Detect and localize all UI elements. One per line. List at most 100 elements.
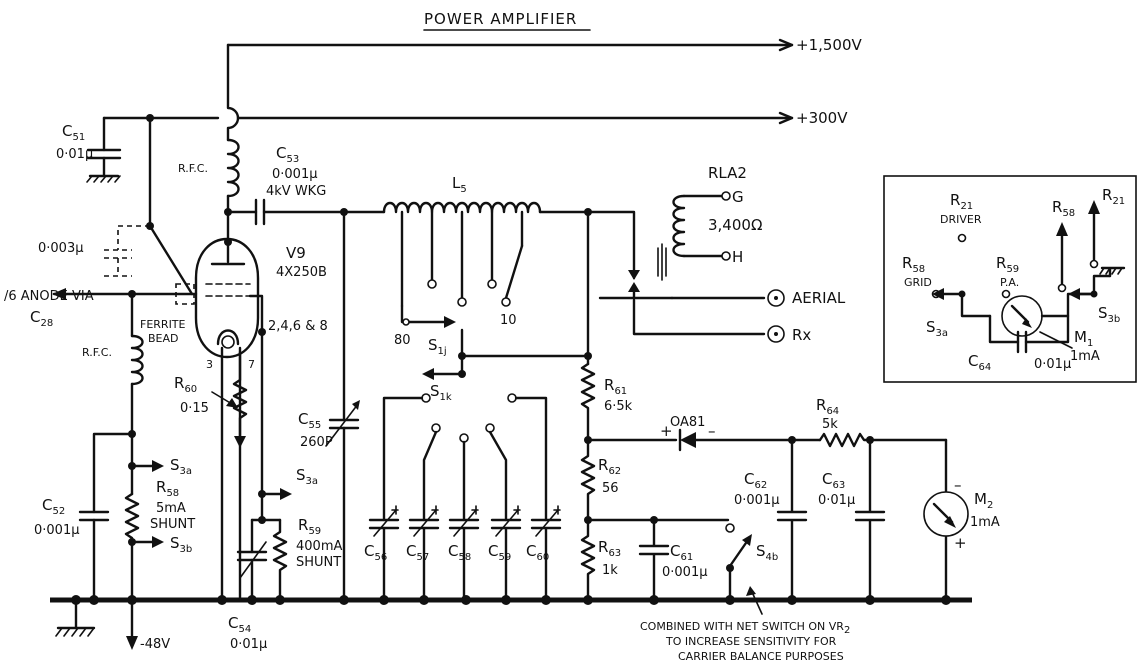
c63-ref: C63 bbox=[822, 470, 845, 491]
v9-pin7: 7 bbox=[248, 358, 255, 371]
note-line1: COMBINED WITH NET SWITCH ON VR2 bbox=[640, 620, 850, 636]
r59-ref: R59 bbox=[298, 516, 321, 537]
rla2-ref: RLA2 bbox=[708, 164, 747, 182]
r59-resistor: R59 400mA SHUNT bbox=[272, 516, 342, 602]
c52-value: 0·001μ bbox=[34, 523, 80, 538]
s1j-80: 80 bbox=[394, 333, 411, 348]
s1k-ref: S1k bbox=[430, 382, 452, 403]
c52-capacitor: C52 0·001μ bbox=[34, 432, 134, 602]
c56-ref: C56 bbox=[364, 542, 387, 563]
l5-ref: L5 bbox=[452, 174, 467, 195]
oa81-diode: OA81 + – bbox=[660, 415, 716, 452]
c53-ref: C53 bbox=[276, 144, 299, 165]
c61-capacitor: C61 0·001μ bbox=[638, 518, 708, 602]
m2-meter: M2 1mA – + bbox=[923, 438, 1000, 602]
r63-ref: R63 bbox=[598, 538, 621, 559]
v9-ref: V9 bbox=[286, 244, 306, 262]
inset-driver: DRIVER bbox=[940, 213, 982, 226]
r61-resistor: R61 6·5k bbox=[580, 362, 633, 442]
rfc-grid-label: R.F.C. bbox=[82, 346, 112, 359]
c56-trimmer: C56 bbox=[364, 505, 400, 602]
valve-v9: V9 4X250B 3 7 2,4,6 & 8 bbox=[194, 238, 328, 371]
r58-shunt: SHUNT bbox=[150, 517, 195, 532]
c51-value: 0·01μ bbox=[56, 147, 93, 162]
ferrite-label-1: FERRITE bbox=[140, 318, 186, 331]
m2-value: 1mA bbox=[970, 515, 1000, 530]
r63-resistor: R63 1k bbox=[580, 518, 621, 602]
inset-c64-ref: C64 bbox=[968, 352, 991, 373]
c54-ref: C54 bbox=[228, 614, 251, 635]
c55-value: 260P bbox=[300, 435, 333, 450]
r64-ref: R64 bbox=[816, 396, 839, 417]
supply-rails: +1,500V +300V bbox=[102, 36, 863, 127]
s1j-switch: 80 10 S1j bbox=[394, 304, 517, 357]
c60-ref: C60 bbox=[526, 542, 549, 563]
c58-ref: C58 bbox=[448, 542, 471, 563]
l5-coil: L5 bbox=[382, 174, 542, 308]
inset-c64-value: 0·01μ bbox=[1034, 357, 1071, 372]
note-line3: CARRIER BALANCE PURPOSES bbox=[678, 650, 844, 663]
r60-value: 0·15 bbox=[180, 401, 209, 416]
c53-value: 0·001μ bbox=[272, 167, 318, 182]
v9-type: 4X250B bbox=[276, 265, 327, 280]
inset-m1-ref: M1 bbox=[1074, 328, 1093, 349]
c60-trimmer: C60 bbox=[526, 505, 562, 602]
r58-value: 5mA bbox=[156, 501, 186, 516]
c53-rating: 4kV WKG bbox=[266, 184, 326, 199]
r64-resistor: R64 5k bbox=[816, 396, 948, 448]
c55-capacitor: C55 260P bbox=[298, 400, 360, 602]
c62-capacitor: C62 0·001μ bbox=[734, 438, 808, 602]
s4b-ref: S4b bbox=[756, 542, 778, 563]
rla2-g: G bbox=[732, 188, 744, 206]
oa81-ref: OA81 bbox=[670, 415, 705, 430]
c54-capacitor: C54 0·01μ bbox=[228, 518, 267, 652]
rfc-anode: R.F.C. bbox=[178, 138, 240, 198]
rx-connector: Rx bbox=[767, 325, 811, 344]
inset-r59: R59 bbox=[996, 254, 1019, 275]
c63-value: 0·01μ bbox=[818, 493, 855, 508]
diagram-title: POWER AMPLIFIER bbox=[424, 10, 577, 28]
oa81-plus: + bbox=[660, 422, 673, 440]
inset-r58-right: R58 bbox=[1052, 198, 1075, 219]
supply-minus48v: -48V bbox=[140, 637, 170, 652]
c58-trimmer: C58 bbox=[448, 505, 480, 602]
c62-value: 0·001μ bbox=[734, 493, 780, 508]
note-line2: TO INCREASE SENSITIVITY FOR bbox=[665, 635, 837, 648]
inset-pa: P.A. bbox=[1000, 276, 1019, 289]
c51-capacitor: C51 0·01μ bbox=[56, 116, 122, 183]
m2-plus: + bbox=[954, 534, 967, 552]
anode-via-c28: C28 bbox=[30, 308, 53, 329]
aerial-connector: AERIAL bbox=[767, 289, 846, 307]
c55-ref: C55 bbox=[298, 410, 321, 431]
c59-ref: C59 bbox=[488, 542, 511, 563]
rfc-grid: R.F.C. bbox=[82, 334, 144, 386]
c62-ref: C62 bbox=[744, 470, 767, 491]
ferrite-label-2: BEAD bbox=[148, 332, 179, 345]
s1j-10: 10 bbox=[500, 313, 517, 328]
m2-minus: – bbox=[954, 476, 962, 494]
r58-resistor: R58 5mA SHUNT bbox=[124, 478, 195, 602]
inset-m1-value: 1mA bbox=[1070, 349, 1100, 364]
s1j-ref: S1j bbox=[428, 336, 447, 357]
r62-value: 56 bbox=[602, 481, 619, 496]
rfc-anode-label: R.F.C. bbox=[178, 162, 208, 175]
v9-pins-2468: 2,4,6 & 8 bbox=[268, 319, 328, 334]
c61-value: 0·001μ bbox=[662, 565, 708, 580]
inset-r21b: R21 bbox=[1102, 186, 1125, 207]
v9-pin3: 3 bbox=[206, 358, 213, 371]
ferrite-bead: FERRITE BEAD bbox=[140, 283, 195, 345]
c-0-003-capacitor: 0·003μ bbox=[38, 225, 150, 277]
s3b-left: S3b bbox=[170, 534, 192, 555]
ground-symbol bbox=[55, 598, 96, 637]
c54-value: 0·01μ bbox=[230, 637, 267, 652]
rx-label: Rx bbox=[792, 326, 811, 344]
r60-ref: R60 bbox=[174, 374, 197, 395]
s1k-switch: S1k bbox=[382, 354, 548, 522]
m2-ref: M2 bbox=[974, 490, 993, 511]
trimmer-capacitors: C56 C57 C58 C59 C60 bbox=[364, 505, 562, 602]
anode-via-label: /6 ANODE VIA bbox=[4, 289, 94, 304]
c59-trimmer: C59 bbox=[488, 505, 522, 602]
r62-resistor: R62 56 bbox=[580, 438, 621, 522]
r63-value: 1k bbox=[602, 563, 618, 578]
